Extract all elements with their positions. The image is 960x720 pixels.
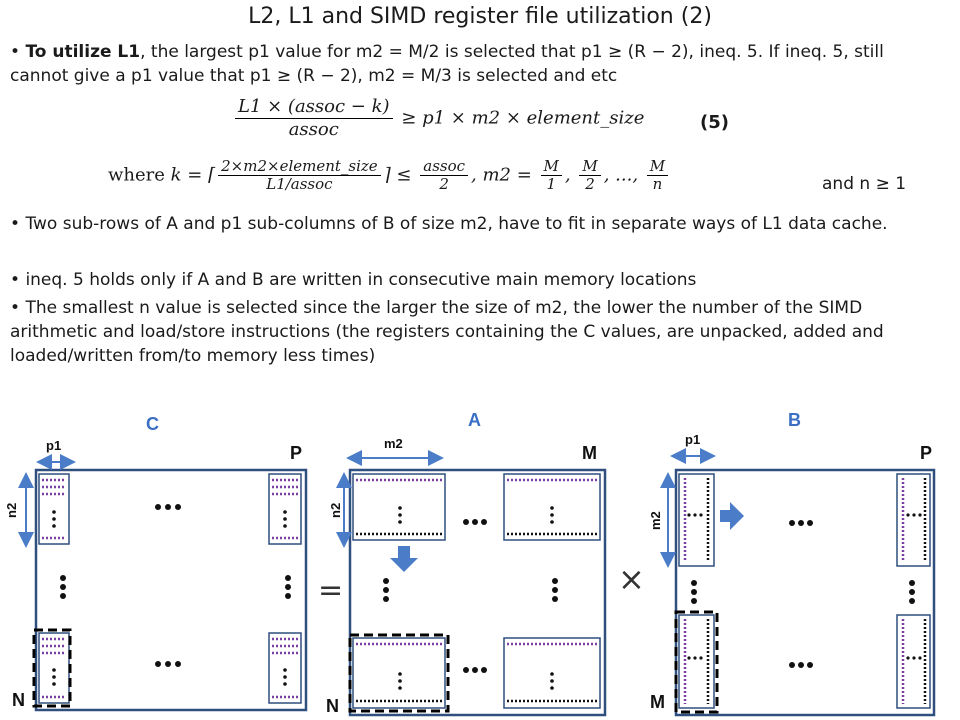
- ineq-denominator: assoc: [288, 119, 339, 140]
- n-condition: and n ≥ 1: [822, 174, 907, 194]
- matrix-c-label: C: [146, 414, 159, 434]
- c-height-label: n2: [4, 503, 19, 518]
- bullet4-text: The smallest n value is selected since t…: [10, 298, 884, 366]
- k-numerator: 2×m2×element_size: [218, 158, 381, 176]
- ineq-numerator: L1 × (assoc − k): [235, 96, 393, 119]
- bullet-utilize-l1: To utilize L1, the largest p1 value for …: [10, 40, 945, 88]
- equation-number: (5): [700, 112, 729, 133]
- a-width-label: m2: [384, 436, 403, 451]
- b-width-label: p1: [685, 432, 700, 447]
- k-lhs: k = ⌈: [170, 164, 216, 186]
- b-height-label: m2: [648, 511, 663, 530]
- bullet-text: , the largest p1 value for m2 = M/2 is s…: [10, 42, 884, 86]
- k-close: ⌉ ≤: [383, 164, 412, 186]
- a-height-label: n2: [328, 503, 343, 518]
- matrix-c: C p1 n2 P N: [4, 414, 308, 712]
- where-word: where: [108, 164, 165, 186]
- assoc-denominator: 2: [439, 175, 449, 193]
- matrix-b-label: B: [788, 410, 801, 430]
- slide-title: L2, L1 and SIMD register file utilizatio…: [248, 4, 712, 29]
- b-rows-label: M: [650, 692, 665, 712]
- a-cols-label: M: [582, 443, 597, 463]
- frac-dots: , ...,: [603, 164, 639, 186]
- matrix-b: B p1 m2 P M: [648, 410, 936, 717]
- m2-eq: , m2 =: [471, 164, 532, 186]
- matrix-a: A m2 n2 M N: [326, 410, 607, 717]
- bullet3-text: ineq. 5 holds only if A and B are writte…: [25, 270, 697, 290]
- b-cols-label: P: [920, 443, 932, 463]
- fracn-num: M: [646, 158, 669, 176]
- c-width-label: p1: [46, 438, 61, 453]
- frac2-den: 2: [585, 175, 595, 193]
- frac2-num: M: [579, 158, 601, 176]
- bullet-consecutive: ineq. 5 holds only if A and B are writte…: [10, 268, 945, 292]
- inequality-5: L1 × (assoc − k)assoc ≥ p1 × m2 × elemen…: [232, 96, 644, 141]
- frac1-num: M: [540, 158, 562, 176]
- bullet2-text: Two sub-rows of A and p1 sub-columns of …: [25, 214, 888, 234]
- ineq-rhs: ≥ p1 × m2 × element_size: [401, 107, 645, 129]
- bullet-smallest-n: The smallest n value is selected since t…: [10, 296, 945, 368]
- assoc-numerator: assoc: [420, 158, 469, 176]
- c-rows-label: N: [12, 690, 25, 710]
- bullet-lead: To utilize L1: [25, 42, 141, 62]
- k-denominator: L1/assoc: [266, 175, 333, 193]
- frac1-den: 1: [546, 175, 556, 193]
- fracn-den: n: [652, 175, 663, 193]
- equals-sign: =: [318, 573, 343, 608]
- a-rows-label: N: [326, 696, 339, 716]
- times-sign: ×: [618, 560, 645, 598]
- c-cols-label: P: [290, 443, 302, 463]
- matrix-a-label: A: [468, 410, 481, 430]
- bullet-sub-rows: Two sub-rows of A and p1 sub-columns of …: [10, 212, 945, 236]
